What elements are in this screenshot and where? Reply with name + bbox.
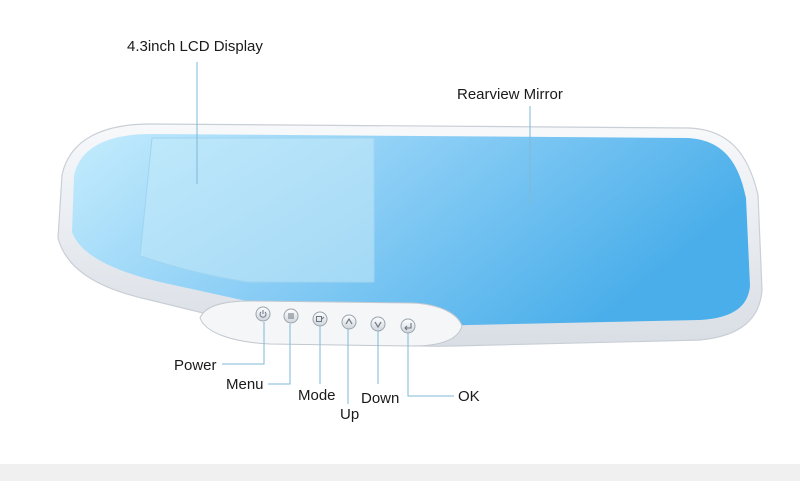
menu-leader-line — [268, 324, 291, 385]
button-mode[interactable] — [312, 311, 328, 327]
down-label: Down — [361, 390, 400, 407]
up-label: Up — [340, 406, 360, 423]
button-strip — [199, 300, 463, 347]
button-menu[interactable] — [283, 308, 299, 324]
button-power[interactable] — [255, 306, 271, 322]
button-up[interactable] — [341, 314, 357, 330]
up-arrow-icon — [345, 317, 353, 325]
menu-icon — [288, 313, 294, 319]
menu-label: Menu — [226, 376, 264, 393]
rearview-mirror-label: Rearview Mirror — [457, 86, 563, 103]
mode-icon — [316, 316, 325, 322]
footer-band — [0, 464, 800, 481]
button-down[interactable] — [370, 316, 386, 332]
lcd-display-label: 4.3inch LCD Display — [127, 38, 263, 55]
power-icon — [259, 310, 267, 318]
leader-lines — [196, 62, 531, 404]
ok-return-icon — [404, 323, 412, 331]
power-leader-line — [222, 322, 265, 365]
ok-label: OK — [458, 388, 480, 405]
ok-leader-line — [407, 330, 454, 397]
lcd-screen — [139, 137, 375, 283]
down-arrow-icon — [374, 321, 382, 329]
button-ok[interactable] — [400, 318, 416, 334]
mode-label: Mode — [298, 387, 336, 404]
power-label: Power — [174, 357, 217, 374]
